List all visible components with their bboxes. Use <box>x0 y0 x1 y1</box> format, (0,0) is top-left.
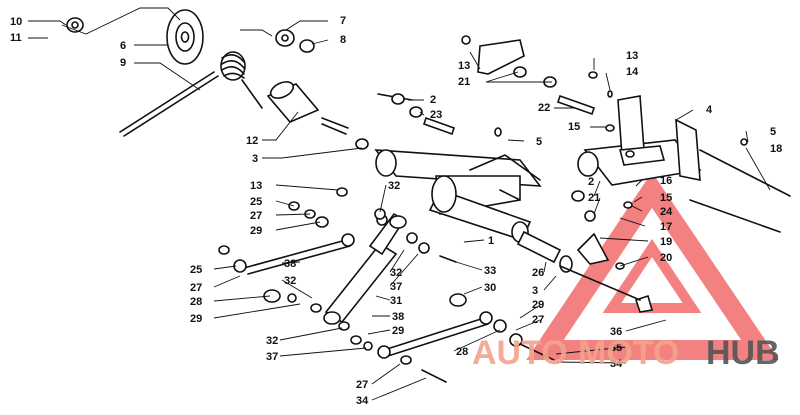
callout-9: 9 <box>120 57 126 69</box>
mounting-bracket <box>559 95 791 313</box>
callout-29: 29 <box>190 313 202 325</box>
callout-2: 2 <box>588 176 594 188</box>
callout-30: 30 <box>484 282 496 294</box>
callout-27: 27 <box>190 282 202 294</box>
watermark-hub: HUB <box>706 334 780 372</box>
idler-wheel-assembly <box>66 9 369 150</box>
callout-37: 37 <box>390 281 402 293</box>
callout-13: 13 <box>626 50 638 62</box>
callout-19: 19 <box>660 236 672 248</box>
callout-34: 34 <box>356 395 369 407</box>
callout-15: 15 <box>660 192 672 204</box>
callout-29: 29 <box>392 325 404 337</box>
callout-29: 29 <box>532 299 544 311</box>
callout-15: 15 <box>568 121 580 133</box>
callout-25: 25 <box>190 264 202 276</box>
callout-37: 37 <box>266 351 278 363</box>
upper-link-arm <box>218 187 386 313</box>
callout-27: 27 <box>356 379 368 391</box>
torsion-spring <box>220 51 263 109</box>
callout-12: 12 <box>246 135 258 147</box>
callout-34: 34 <box>610 358 623 370</box>
callout-32: 32 <box>284 275 296 287</box>
callout-7: 7 <box>340 15 346 27</box>
callout-31: 31 <box>390 295 402 307</box>
callout-27: 27 <box>532 314 544 326</box>
callout-21: 21 <box>588 192 600 204</box>
watermark-moto: MOTO <box>578 334 679 372</box>
callout-16: 16 <box>660 175 672 187</box>
callout-8: 8 <box>340 34 346 46</box>
callout-4: 4 <box>706 104 713 116</box>
callout-5: 5 <box>536 136 542 148</box>
callout-3: 3 <box>532 285 538 297</box>
watermark-auto: AUTO <box>472 334 568 372</box>
callout-25: 25 <box>250 196 262 208</box>
callout-layer: 10 11 6 9 7 8 12 3 13 21 2 23 22 13 14 1… <box>10 7 782 407</box>
callout-5: 5 <box>770 126 776 138</box>
callout-3: 3 <box>252 153 258 165</box>
callout-22: 22 <box>538 102 550 114</box>
callout-35: 35 <box>610 342 622 354</box>
callout-14: 14 <box>626 66 639 78</box>
callout-6: 6 <box>120 40 126 52</box>
callout-10: 10 <box>10 16 22 28</box>
callout-20: 20 <box>660 252 672 264</box>
callout-24: 24 <box>660 206 673 218</box>
callout-29: 29 <box>250 225 262 237</box>
callout-32: 32 <box>390 267 402 279</box>
callout-21: 21 <box>458 76 470 88</box>
callout-32: 32 <box>388 180 400 192</box>
callout-28: 28 <box>190 296 202 308</box>
main-arm-assembly <box>374 149 562 264</box>
callout-11: 11 <box>10 32 22 44</box>
callout-33: 33 <box>484 265 496 277</box>
callout-26: 26 <box>532 267 544 279</box>
callout-23: 23 <box>430 109 442 121</box>
callout-36: 36 <box>610 326 622 338</box>
callout-13: 13 <box>250 180 262 192</box>
shock-absorber <box>323 212 457 325</box>
callout-2: 2 <box>430 94 436 106</box>
lower-link-arm <box>338 293 555 383</box>
callout-32: 32 <box>266 335 278 347</box>
watermark-logo: AUTO MOTO HUB <box>472 334 780 372</box>
callout-38: 38 <box>284 258 296 270</box>
callout-13: 13 <box>458 60 470 72</box>
callout-28: 28 <box>456 346 468 358</box>
callout-17: 17 <box>660 221 672 233</box>
callout-27: 27 <box>250 210 262 222</box>
callout-18: 18 <box>770 143 782 155</box>
callout-38: 38 <box>392 311 404 323</box>
callout-1: 1 <box>488 235 494 247</box>
